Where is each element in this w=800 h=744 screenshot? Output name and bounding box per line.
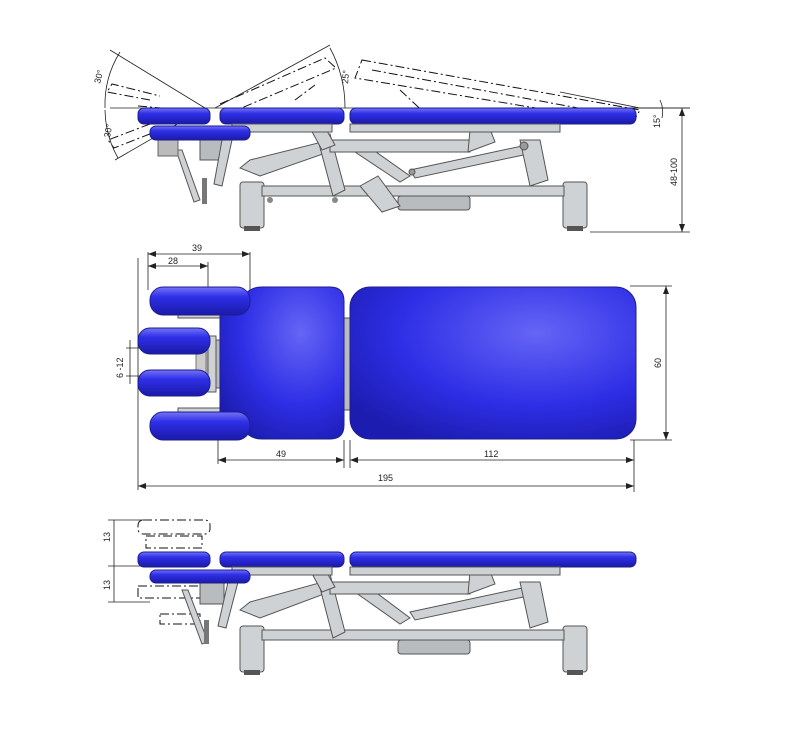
cushions-side-flat — [137, 551, 637, 584]
dim-28-label: 28 — [168, 256, 178, 266]
head-travel-down-label: 13 — [102, 580, 112, 590]
angle-annotations: 30° 30° 25° 15° 48-100 — [92, 44, 690, 233]
height-range-label: 48-100 — [669, 158, 679, 186]
dim-49-label: 49 — [276, 449, 286, 459]
head-mechanism-flat — [181, 581, 239, 645]
cushions-side-top — [137, 107, 637, 141]
head-travel-up-label: 13 — [102, 532, 112, 542]
angle-backrest-label: 25° — [340, 69, 351, 84]
table-base-flat — [239, 625, 588, 675]
cushions-top-view — [137, 286, 637, 441]
head-travel-dimensions: 13 13 — [102, 519, 150, 603]
scissor-lift — [239, 121, 549, 213]
angle-foot-label: 15° — [652, 114, 662, 128]
top-view: 39 28 6 -12 49 112 195 — [115, 243, 672, 492]
side-view-tilted: 30° 30° 25° 15° 48-100 — [92, 44, 690, 233]
dim-39-label: 39 — [192, 243, 202, 253]
head-mechanism — [157, 137, 233, 204]
angle-head-down-label: 30° — [102, 123, 114, 139]
angle-head-up-label: 30° — [92, 68, 105, 84]
dim-195-label: 195 — [378, 473, 393, 483]
dim-112-label: 112 — [484, 449, 498, 459]
armrest-gap-label: 6 -12 — [115, 357, 125, 378]
side-view-flat: 13 13 — [102, 519, 637, 675]
width-60-label: 60 — [653, 358, 663, 368]
table-base — [239, 181, 588, 231]
